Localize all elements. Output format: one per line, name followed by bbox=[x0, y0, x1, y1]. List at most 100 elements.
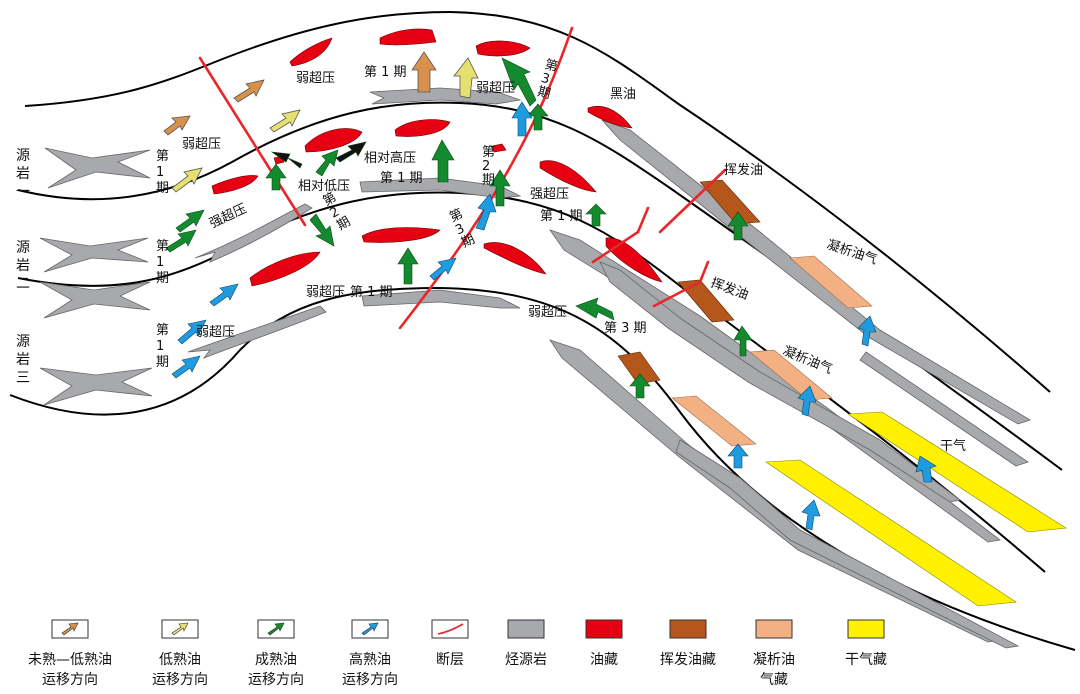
oil-reservoir bbox=[289, 37, 333, 67]
stratum-line-4 bbox=[9, 286, 1076, 651]
src3-c2: 岩 bbox=[16, 352, 30, 368]
src2-c1: 源 bbox=[16, 240, 30, 256]
fault bbox=[658, 168, 727, 234]
legend: 未熟—低熟油运移方向低熟油运移方向成熟油运移方向高熟油运移方向断层烃源岩油藏挥发… bbox=[28, 619, 887, 688]
source-rock-r5 bbox=[859, 351, 1029, 467]
legend-item-oil_reservoir: 油藏 bbox=[585, 619, 623, 668]
oil-reservoir bbox=[379, 28, 437, 46]
source-rock-r1 bbox=[601, 119, 1031, 425]
legend-swatch bbox=[431, 619, 469, 639]
source-rock-1-label: 源 岩 一 bbox=[16, 148, 34, 200]
fault bbox=[698, 260, 710, 284]
source-rock-3a bbox=[39, 367, 153, 406]
dry-gas-label: 干气 bbox=[940, 438, 966, 454]
src2-c2: 岩 bbox=[16, 258, 30, 274]
dry-gas-reservoirs bbox=[765, 411, 1067, 607]
legend-label: 断层 bbox=[436, 652, 464, 668]
oil-reservoirs bbox=[211, 28, 663, 287]
legend-label-line2: 运移方向 bbox=[248, 672, 304, 688]
legend-item-dry_gas_reservoir: 干气藏 bbox=[845, 619, 887, 668]
legend-label: 低熟油 bbox=[159, 652, 201, 668]
oil-reservoir bbox=[539, 160, 597, 193]
strong-overpressure-label: 强超压 bbox=[530, 187, 569, 202]
black-oil-label: 黑油 bbox=[610, 87, 636, 102]
legend-label: 凝析油 bbox=[753, 652, 795, 668]
stage-label: 第 1 期 bbox=[380, 171, 423, 186]
arrow-mature bbox=[165, 57, 753, 399]
legend-swatch bbox=[847, 619, 885, 639]
oil-reservoir bbox=[483, 242, 547, 275]
fault bbox=[198, 56, 307, 227]
stage-label: 第 1 期 bbox=[364, 65, 407, 80]
source-rocks bbox=[39, 87, 1031, 649]
oil-reservoir bbox=[394, 119, 451, 137]
source-rock-2a bbox=[39, 237, 149, 273]
legend-arrow-icon bbox=[61, 622, 79, 636]
legend-arrow-icon bbox=[171, 622, 189, 636]
legend-label: 未熟—低熟油 bbox=[28, 652, 112, 668]
source-rock-r6 bbox=[675, 439, 1020, 649]
source-rock-3-label: 源 岩 三 bbox=[16, 334, 34, 386]
weak-overpressure-label: 弱超压 bbox=[196, 325, 235, 340]
oil-reservoir bbox=[304, 128, 363, 153]
src1-c2: 岩 bbox=[16, 166, 30, 182]
legend-label: 油藏 bbox=[590, 652, 618, 668]
weak-overpressure-label: 弱超压 bbox=[528, 305, 567, 320]
weak-overpressure-label: 弱超压 bbox=[306, 285, 345, 300]
src2-c3: 二 bbox=[16, 276, 30, 292]
oil-reservoir bbox=[249, 251, 321, 287]
legend-label-line2: 运移方向 bbox=[152, 672, 208, 688]
relative-low-pressure-label: 相对低压 bbox=[298, 179, 350, 194]
fault bbox=[636, 206, 650, 234]
volatile-oil-label: 挥发油 bbox=[724, 162, 763, 178]
stage-label: 第 1 期 bbox=[540, 209, 583, 224]
strong-overpressure-label: 强超压 bbox=[207, 202, 249, 232]
stage-label: 第 1 期 bbox=[350, 285, 393, 300]
src1-c3: 一 bbox=[16, 184, 30, 200]
legend-item-hydrocarbon_source_rock: 烃源岩 bbox=[505, 619, 547, 668]
fault bbox=[652, 280, 702, 308]
faults bbox=[198, 26, 727, 330]
weak-overpressure-label: 弱超压 bbox=[476, 81, 515, 96]
source-rock-2-label: 源 岩 二 bbox=[16, 240, 34, 292]
legend-fault-icon bbox=[437, 623, 464, 635]
source-rock-2b bbox=[39, 281, 151, 319]
legend-swatch bbox=[585, 619, 623, 639]
stage-label: 第 3 期 bbox=[604, 321, 647, 336]
stratum-line-1 bbox=[24, 10, 1051, 393]
source-rock-3b bbox=[187, 305, 327, 359]
source-rock-1b bbox=[369, 87, 522, 105]
legend-swatch bbox=[755, 619, 793, 639]
src3-c1: 源 bbox=[16, 334, 30, 350]
stratum-line-2 bbox=[17, 101, 1063, 471]
dry-gas-reservoir bbox=[765, 459, 1017, 607]
legend-arrow-icon bbox=[361, 622, 379, 636]
source-rock-2c bbox=[194, 203, 313, 263]
fault bbox=[398, 26, 574, 330]
legend-item-fault: 断层 bbox=[431, 619, 469, 668]
oil-reservoir bbox=[361, 227, 441, 243]
condensate-gas-reservoir bbox=[671, 395, 757, 447]
dry-gas-reservoir bbox=[847, 411, 1067, 533]
src3-c3: 三 bbox=[16, 370, 30, 386]
stage-label-v: 第3期 bbox=[536, 57, 560, 102]
condensate-gas-reservoir bbox=[789, 255, 873, 309]
stage-label-v: 第2期 bbox=[321, 190, 354, 234]
fault bbox=[591, 230, 640, 264]
migration-arrows bbox=[163, 51, 937, 531]
arrow-immature bbox=[163, 51, 437, 136]
source-rock-2d bbox=[359, 177, 522, 199]
arrow-low bbox=[171, 57, 479, 193]
source-rock-1a bbox=[44, 147, 151, 189]
legend-label-line2: 运移方向 bbox=[42, 672, 98, 688]
legend-label: 成熟油 bbox=[255, 652, 297, 668]
